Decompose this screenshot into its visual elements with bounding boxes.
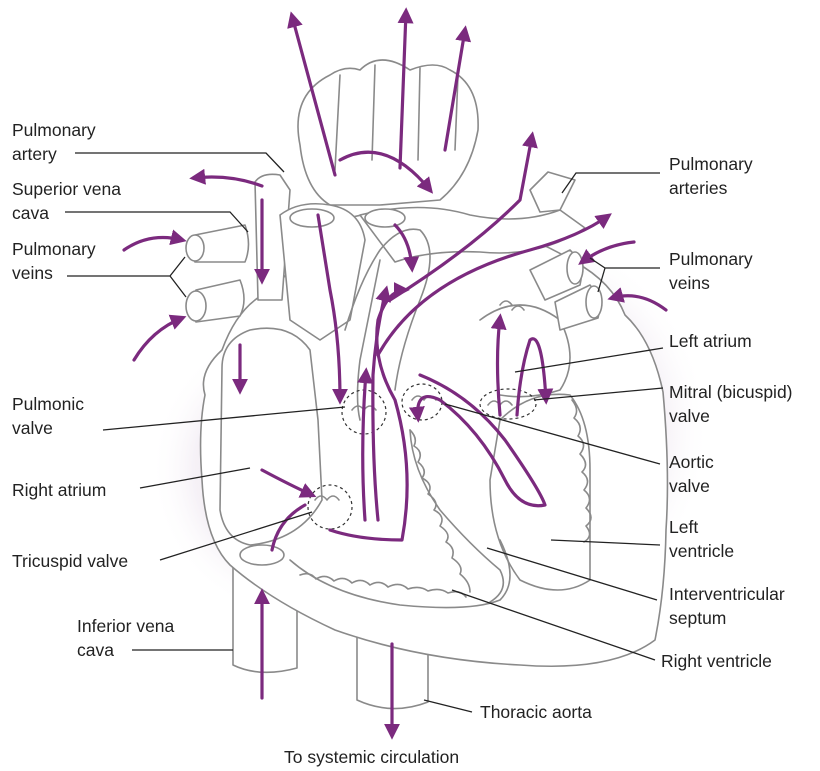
label-interventricular-septum: Interventricular septum (669, 584, 790, 628)
label-right-atrium: Right atrium (12, 480, 106, 500)
pulmonary-veins-right-lower-opening (586, 286, 602, 318)
pulmonary-veins-left-upper-opening (186, 235, 204, 261)
leader-pulmonary-veins-left (67, 257, 186, 297)
label-pulmonary-artery: Pulmonary artery (12, 120, 101, 164)
label-left-atrium: Left atrium (669, 331, 752, 351)
label-pulmonary-arteries: Pulmonary arteries (669, 154, 758, 198)
label-right-ventricle: Right ventricle (661, 651, 772, 671)
label-pulmonic-valve: Pulmonic valve (12, 394, 89, 438)
flow-svc-left-out (194, 177, 262, 186)
flow-pulmonary-vein-left-in-lower (134, 318, 182, 360)
pulmonary-veins-right-upper-opening (567, 252, 583, 284)
leader-pulmonary-arteries (562, 173, 660, 193)
ivc-opening (240, 545, 284, 565)
pulmonary-trunk-opening (290, 209, 334, 227)
leader-thoracic-aorta (424, 700, 472, 712)
leader-superior-vena-cava (65, 212, 248, 232)
label-thoracic-aorta: Thoracic aorta (480, 702, 592, 722)
pulmonary-veins-left-lower-opening (186, 291, 206, 321)
label-superior-vena-cava: Superior vena cava (12, 179, 126, 223)
pulmonary-arteries-top-branch (530, 172, 575, 212)
leader-pulmonary-artery (75, 153, 284, 172)
heart-anatomy (186, 60, 667, 709)
flow-pulmonary-vein-left-in-upper (124, 238, 182, 250)
label-inferior-vena-cava: Inferior vena cava (77, 616, 179, 660)
label-systemic-circulation: To systemic circulation (284, 747, 459, 767)
label-pulmonary-veins-right: Pulmonary veins (669, 249, 758, 293)
label-tricuspid-valve: Tricuspid valve (12, 551, 128, 571)
aorta-opening (365, 209, 405, 227)
